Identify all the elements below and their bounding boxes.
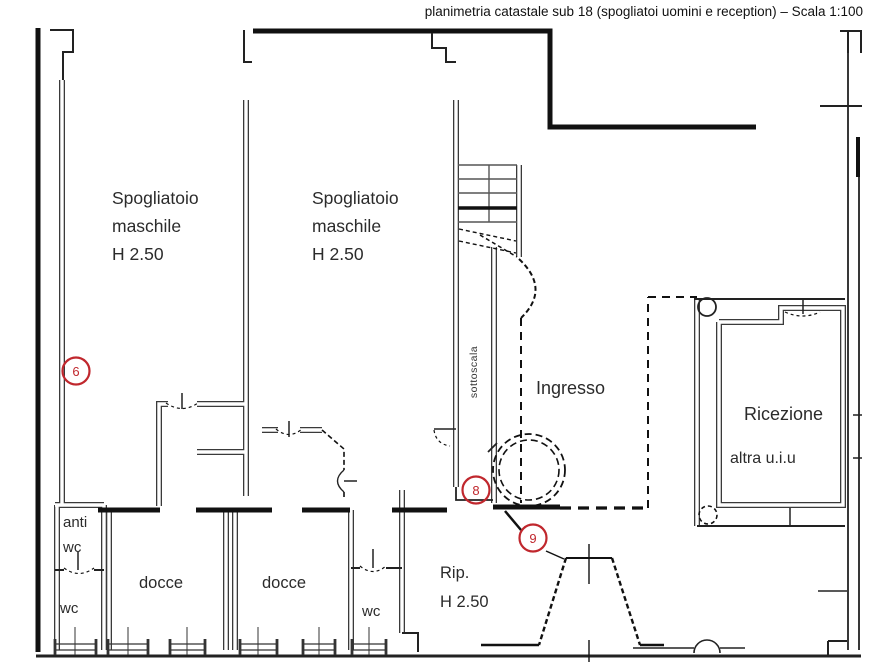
entrance-door-leaf <box>503 509 523 532</box>
room-label-docce-1: docce <box>139 574 184 592</box>
room-label-spogliatoio-2: Spogliatoio maschile H 2.50 <box>312 188 399 264</box>
interior-walls-core <box>55 80 845 650</box>
dashed-boundaries <box>63 228 821 575</box>
svg-text:9: 9 <box>529 531 536 546</box>
revolving-door-inner <box>498 439 560 501</box>
wall-details <box>50 29 862 655</box>
room-label-wc-mid: wc <box>362 603 381 620</box>
marker-8: 8 <box>461 475 491 505</box>
reference-markers: 6 8 9 <box>61 356 548 553</box>
room-label-wc-left: wc <box>60 600 79 617</box>
svg-text:6: 6 <box>72 364 79 379</box>
room-label-anti-wc: anti wc <box>63 514 88 556</box>
structural-walls <box>35 28 756 652</box>
revolving-door-outer <box>492 433 566 507</box>
marker-6: 6 <box>61 356 91 386</box>
windows <box>53 627 388 655</box>
door-swings <box>63 311 821 575</box>
room-label-sottoscala: sottoscala <box>468 345 480 399</box>
room-label-altra-uiu: altra u.i.u <box>730 450 796 467</box>
staircase <box>458 164 517 223</box>
room-label-ingresso: Ingresso <box>536 378 606 398</box>
marker-9: 9 <box>518 523 548 553</box>
room-label-ricezione: Ricezione <box>744 404 824 424</box>
column-dashed <box>698 505 718 525</box>
room-label-rip: Rip. H 2.50 <box>440 564 489 611</box>
plan-title: planimetria catastale sub 18 (spogliatoi… <box>424 4 863 19</box>
room-label-docce-2: docce <box>262 574 307 592</box>
entrance-steps <box>481 544 664 662</box>
svg-text:8: 8 <box>472 483 479 498</box>
room-label-spogliatoio-1: Spogliatoio maschile H 2.50 <box>112 188 199 264</box>
